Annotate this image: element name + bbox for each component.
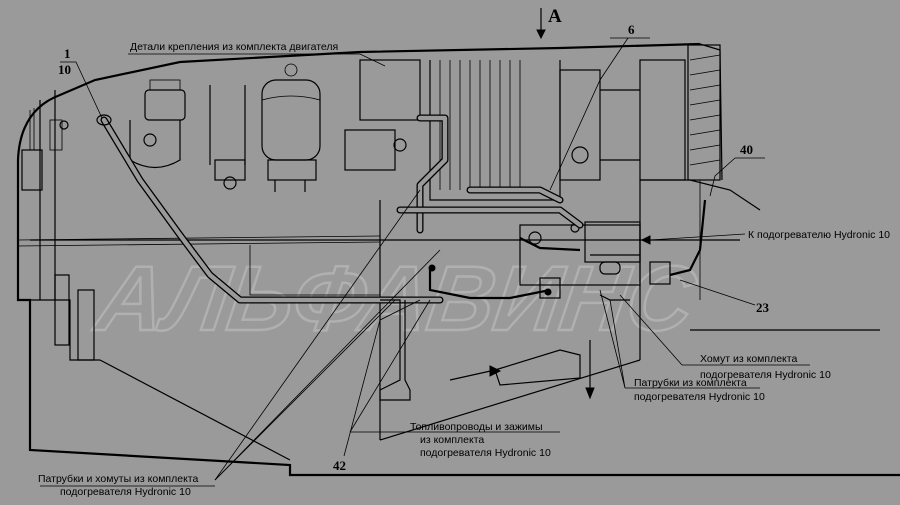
label-pipes-clamps-line2: подогревателя Hydronic 10 [60,486,191,498]
callout-6: 6 [628,22,635,37]
left-support-assembly [21,108,95,361]
label-pipes-line1: Патрубки из комплекта [634,377,747,389]
label-pipes-clamps-line1: Патрубки и хомуты из комплекта [38,473,198,485]
coolant-pipe-long [96,114,444,304]
label-clamp-line2: подогревателя Hydronic 10 [700,369,831,381]
callout-1: 1 [64,46,71,61]
label-pipes-line2: подогревателя Hydronic 10 [634,391,765,403]
callout-10: 10 [58,62,71,77]
coolant-pipes-engine [396,114,584,234]
callout-42: 42 [333,458,346,473]
label-to-heater: К подогревателю Hydronic 10 [748,229,890,241]
label-fuel-line1: Топливопроводы и зажимы [410,421,543,433]
callout-40: 40 [740,142,753,157]
fuel-filter-assembly [129,79,246,190]
fuel-lines [428,199,707,301]
label-fuel-line3: подогревателя Hydronic 10 [420,447,551,459]
view-label-a: A [548,6,562,27]
label-fuel-line2: из комплекта [420,434,484,446]
label-clamp-line1: Хомут из комплекта [700,353,797,365]
leader-lines [40,37,810,487]
filter-cylinder [261,63,321,192]
view-arrow-a[interactable] [536,8,546,40]
drain-pipe [379,299,595,401]
engine-block [344,59,686,201]
callout-23: 23 [756,300,770,315]
radiator-grille [687,44,721,181]
label-engine-fasteners: Детали крепления из комплекта двигателя [130,41,338,53]
